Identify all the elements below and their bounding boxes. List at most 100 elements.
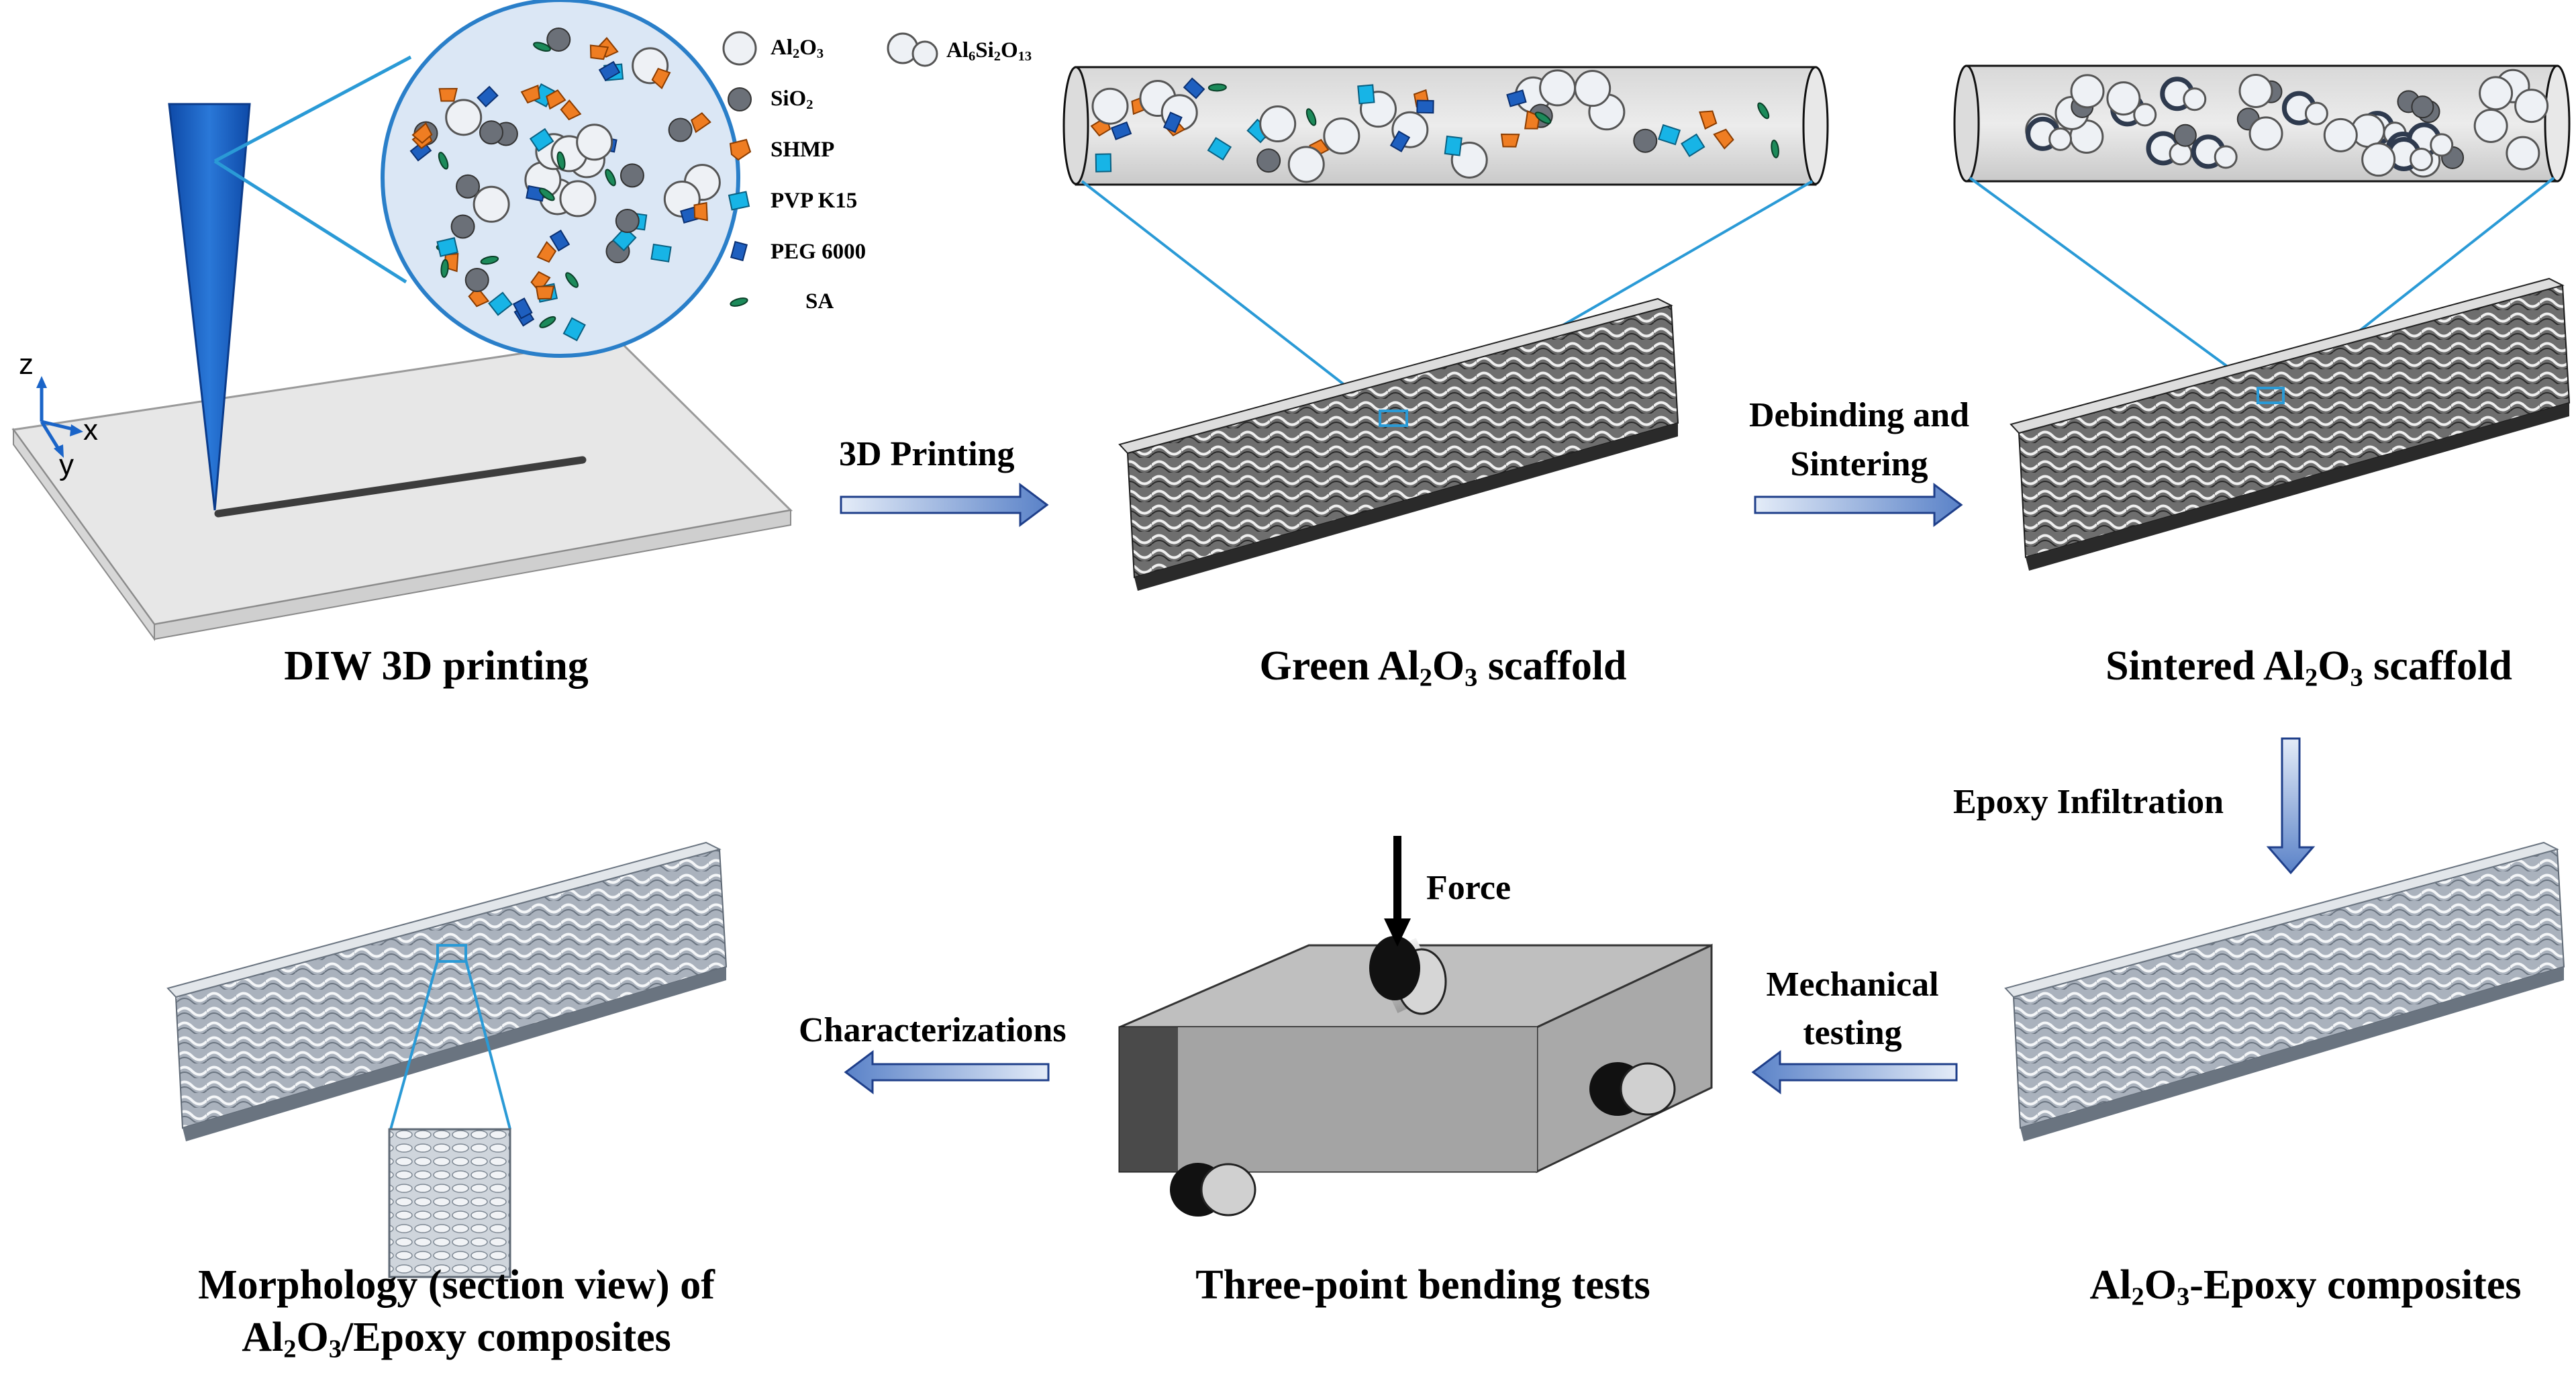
legend-shmp-label: SHMP [771,138,835,162]
pvp-particle [1444,135,1463,156]
green-scaffold-tube [1062,66,1829,186]
al2o3-particle [2479,76,2514,111]
al2o3-particle [559,180,597,218]
sio2-particle [456,174,481,199]
sa-particle [565,272,579,288]
mullite-particle [2183,87,2207,111]
al2o3-particle [445,99,483,136]
peg-particle [1389,130,1411,152]
morphology-zoom-line-right [464,959,511,1130]
sa-particle [605,169,616,187]
sio2-particle [2173,124,2197,147]
peg-particle [1110,121,1132,140]
sio2-particle [479,120,504,145]
al2o3-particle [2473,108,2508,143]
al2o3-particle [2070,74,2105,109]
legend-al2o3-icon [722,31,757,66]
sio2-particle [668,117,693,142]
green-scaffold-illustration [1062,66,1829,591]
peg-particle [477,85,499,108]
legend-mullite-label: Al6Si2O13 [946,38,1032,64]
step-characterizations: Characterizations [799,1011,1067,1049]
green-zoom-line-left [1081,180,1388,419]
legend-sa-icon [730,297,748,307]
step-mechanical-line1: Mechanical [1766,965,1939,1004]
pvp-particle [1207,136,1232,161]
pvp-particle [650,243,672,263]
legend-shmp-icon [729,138,752,161]
pvp-particle [529,128,554,152]
left-support-roller [1170,1163,1256,1217]
legend-sio2-label: SiO2 [771,87,813,113]
axis-y-label: y [59,448,74,481]
peg-particle [1416,99,1434,114]
caption-diw-printing: DIW 3D printing [284,643,589,689]
caption-morphology-line2: Al2O3/Epoxy composites [242,1315,671,1364]
sintered-tube-particles [2025,68,2549,178]
shmp-particle [589,44,609,60]
sa-particle [539,187,555,201]
step-debinding-line1: Debinding and [1748,396,1970,434]
caption-sintered-scaffold: Sintered Al2O3 scaffold [2106,643,2512,692]
shmp-particle [535,285,555,300]
right-support-roller [1589,1062,1676,1116]
al2o3-particle [2238,73,2273,108]
top-roller [1369,936,1447,1015]
step-epoxy-infiltration: Epoxy Infiltration [1953,783,2224,821]
al2o3-particle [1323,117,1360,155]
pvp-particle [562,317,586,342]
sa-particle [440,258,449,278]
mullite-particle [2214,145,2238,169]
al2o3-particle [1539,69,1577,107]
sa-particle [539,316,556,328]
shmp-particle [536,240,557,263]
al2o3-particle [576,124,613,161]
al2o3-particle [2361,142,2396,177]
print-bed-left [13,427,155,642]
composite-scaffold-illustration [2004,841,2565,1141]
sa-particle [480,256,499,265]
shmp-particle [651,67,671,90]
morphology-zoom-line-left [389,959,439,1130]
mullite-particle [2304,101,2328,126]
green-tube-particles [1090,69,1779,183]
arrow-debinding [1754,483,1963,527]
pvp-particle [488,291,513,316]
al2o3-particle [2323,117,2358,152]
shmp-particle [520,85,540,104]
sa-particle [1534,111,1552,124]
step-mechanical-line2: testing [1803,1014,1902,1052]
al2o3-particle [2106,81,2141,116]
arrow-3d-printing [840,483,1049,527]
shmp-particle [560,99,582,121]
al2o3-particle [1259,105,1297,143]
sio2-particle [1633,128,1658,153]
sio2-particle [464,268,489,293]
force-label: Force [1426,869,1512,907]
legend-pvp-label: PVP K15 [771,189,858,213]
mullite-particle [2430,133,2454,157]
peg-particle [549,229,571,252]
shmp-particle [468,286,490,307]
sa-particle [1207,83,1227,92]
caption-morphology-line1: Morphology (section view) of [198,1262,715,1308]
pvp-particle [1095,153,1112,173]
coordinate-axes [36,376,83,458]
arrow-characterizations [844,1050,1050,1094]
sio2-particle [450,214,475,239]
legend-peg-label: PEG 6000 [771,240,866,264]
caption-bending-tests: Three-point bending tests [1195,1262,1650,1308]
pvp-particle [1681,133,1705,157]
axis-x-label: x [83,414,98,446]
legend [722,31,938,307]
al2o3-particle [1091,87,1129,125]
legend-peg-icon [730,240,748,262]
shmp-particle [546,89,566,110]
shmp-particle [1699,110,1718,130]
step-debinding-line2: Sintering [1790,445,1928,483]
nozzle-zoom-line-top [213,55,412,163]
sa-particle [1305,108,1317,126]
shmp-particle [1713,128,1734,150]
mullite-particle [2048,127,2073,151]
shmp-particle [411,122,433,144]
